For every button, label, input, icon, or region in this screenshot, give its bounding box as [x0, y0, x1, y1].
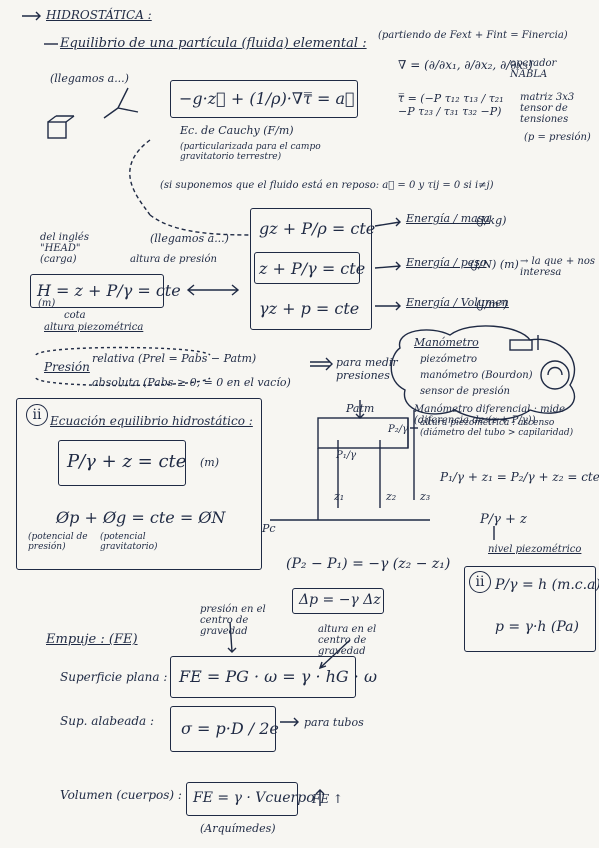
h-equation: P/γ = h (m.c.a) [495, 577, 599, 593]
nivel-piezometrico-label: nivel piezométrico [488, 544, 582, 555]
arquimedes-note: (Arquímedes) [200, 822, 276, 835]
llegamos-note: (llegamos a...) [50, 72, 129, 85]
energia-peso-units: (J/N) (m) [470, 258, 519, 271]
nivel-equation: P/γ + z [480, 512, 527, 527]
alabeada-equation: σ = p·D / 2e [181, 719, 279, 738]
manometro-item-2: sensor de presión [420, 386, 510, 397]
energia-masa-units: (J/kg) [476, 214, 507, 227]
z1-label: z₁ [334, 490, 345, 503]
presion-centro-note: presión en el centro de gravedad [200, 604, 266, 637]
volumen-label: Volumen (cuerpos) : [60, 788, 182, 802]
energia-volumen-label: Energía / Volumen [406, 296, 509, 309]
altura-piezometrica-label: altura piezométrica [44, 322, 144, 333]
presion-relativa: relativa (Prel = Pabs − Patm) [92, 352, 257, 365]
z2-label: z₂ [386, 490, 397, 503]
altura-piezo-note: altura piezométrica : ascenso (diámetro … [420, 418, 574, 438]
cota-label: cota [64, 310, 86, 321]
altura-centro-note: altura en el centro de gravedad [318, 624, 377, 657]
diff-equation-wrap: (P₂ − P₁) = −γ (z₂ − z₁) [282, 552, 450, 578]
tensor-note: (p = presión) [524, 132, 591, 143]
tensor-equation: τ̿ = (−P τ₁₂ τ₁₃ / τ₂₁ −P τ₂₃ / τ₃₁ τ₃₂ … [398, 92, 504, 118]
p-equation: p = γ·h (Pa) [495, 619, 579, 635]
eq-energia-masa: gz + P/ρ = cte [259, 219, 376, 238]
phi-p-note: (potencial de presión) [28, 532, 88, 552]
fe-arrow: FE ↑ [312, 792, 343, 806]
diff-equation: (P₂ − P₁) = −γ (z₂ − z₁) [286, 556, 451, 572]
p1-label: P₁/γ [336, 450, 357, 461]
nabla-equation: ∇ = (∂/∂x₁, ∂/∂x₂, ∂/∂x₃) [398, 58, 533, 72]
manometro-diferencial: Manómetro diferencial : mide (diferencia… [414, 404, 566, 426]
empuje-title: Empuje : (FE) [46, 632, 138, 647]
manometro-title: Manómetro [414, 336, 479, 349]
tensor-label: matriz 3x3 tensor de tensiones [520, 92, 575, 125]
equilibrio-hidrostatico-title: Ecuación equilibrio hidrostático : [50, 414, 253, 428]
patm-label: Patm [346, 402, 375, 415]
energia-masa-label: Energía / masa [406, 212, 490, 225]
z3-label: z₃ [420, 490, 431, 503]
sum-equation: P₁/γ + z₁ = P₂/γ + z₂ = cte [440, 470, 599, 484]
volumen-box: FE = γ · Vcuerpo [186, 782, 315, 816]
ii-circle-label-2: ii [469, 571, 491, 593]
plana-equation: FE = PG · ω = γ · hG · ω [179, 667, 377, 686]
equilibrio-title: Equilibrio de una partícula (fluida) ele… [60, 36, 367, 51]
p2-label: P₂/γ [388, 424, 409, 435]
reposo-note: (si suponemos que el fluido está en repo… [160, 180, 494, 191]
llegamos-note-2: (llegamos a...) [150, 232, 229, 245]
peso-highlight-box [254, 252, 360, 284]
eq-energia-peso: z + P/γ = cte [259, 259, 366, 278]
para-medir-note: para medir presiones [336, 356, 398, 382]
alabeada-box: σ = p·D / 2e [170, 706, 279, 752]
phi-equation: Øp + Øg = cte = ØN [56, 508, 226, 527]
plana-box: FE = PG · ω = γ · hG · ω [170, 656, 377, 698]
presion-title: Presión [44, 360, 90, 374]
nabla-label: operador NABLA [510, 58, 557, 80]
energia-peso-label: Energía / peso [406, 256, 487, 269]
H-box: H = z + P/γ = cte [30, 274, 181, 308]
cauchy-label: Ec. de Cauchy (F/m) [180, 124, 294, 137]
manometro-item-0: piezómetro [420, 354, 478, 365]
energy-equations-box: gz + P/ρ = cte z + P/γ = cte γz + p = ct… [250, 208, 376, 330]
hidro-equation: P/γ + z = cte [67, 451, 187, 472]
dp-box: Δp = −γ Δz [292, 588, 384, 614]
volumen-equation: FE = γ · Vcuerpo [193, 790, 315, 806]
hidro-equation-box: P/γ + z = cte [58, 440, 186, 486]
manometro-item-1: manómetro (Bourdon) [420, 370, 533, 381]
tubos-note: para tubos [304, 716, 364, 729]
equilibrio-note: (partiendo de Fext + Fint = Finercia) [378, 30, 568, 41]
section-title-hidrostatica: HIDROSTÁTICA : [46, 8, 152, 22]
energia-peso-note: → la que + nos interesa [520, 256, 595, 278]
hidrostatica-box [16, 398, 262, 570]
H-units: (m) [38, 298, 56, 309]
cauchy-note: (particularizada para el campo gravitato… [180, 142, 321, 162]
cauchy-equation: −g·z⃗ + (1/ρ)·∇τ̿ = a⃗ [179, 89, 355, 108]
head-note: del inglés "HEAD" (carga) [40, 232, 89, 265]
H-equation: H = z + P/γ = cte [37, 281, 181, 300]
presion-absoluta: absoluta (Pabs ≥ 0, = 0 en el vacío) [92, 376, 291, 389]
superficie-plana-label: Superficie plana : [60, 670, 168, 684]
ii-circle-label: ii [26, 404, 48, 426]
cauchy-box: −g·z⃗ + (1/ρ)·∇τ̿ = a⃗ [170, 80, 358, 118]
pressure-head-box: ii P/γ = h (m.c.a) p = γ·h (Pa) [464, 566, 599, 652]
eq-energia-volumen: γz + p = cte [259, 299, 360, 318]
hidro-units: (m) [200, 456, 220, 469]
phi-g-note: (potencial gravitatorio) [100, 532, 158, 552]
energia-volumen-units: (J/m³) [476, 298, 508, 311]
dp-equation: Δp = −γ Δz [299, 592, 381, 608]
altura-presion-label: altura de presión [130, 254, 217, 265]
pc-label: Pc [262, 522, 276, 535]
sup-alabeada-label: Sup. alabeada : [60, 714, 155, 728]
